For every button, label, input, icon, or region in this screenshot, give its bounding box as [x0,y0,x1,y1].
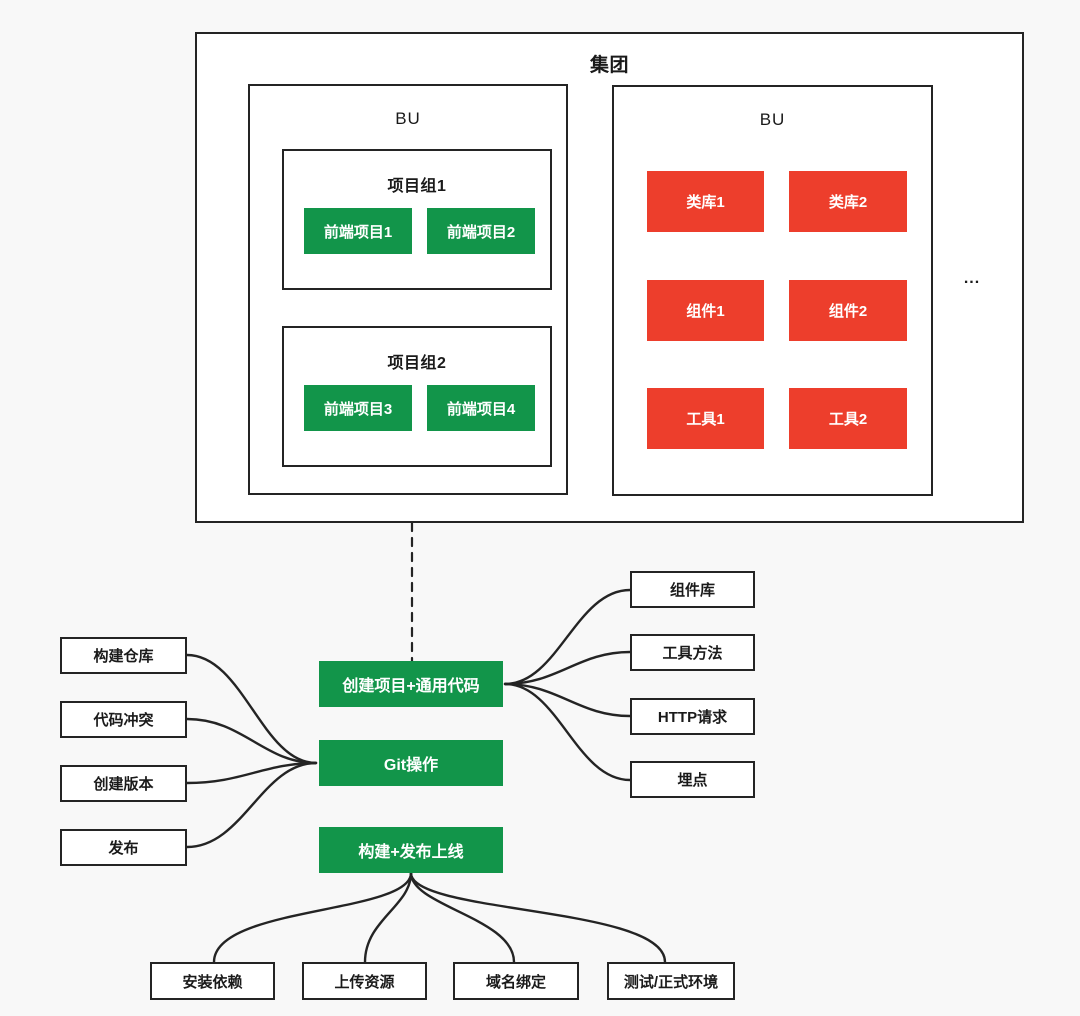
code-conflict-leaf: 代码冲突 [60,701,187,738]
connector-create-to-tracking [503,682,632,782]
publish-leaf: 发布 [60,829,187,866]
project-group-1-container: 项目组1 前端项目1 前端项目2 [282,149,552,290]
install-deps-leaf: 安装依赖 [150,962,275,1000]
project-group-2-label: 项目组2 [387,355,447,372]
frontend-project-2-node: 前端项目2 [427,208,535,254]
build-publish-node: 构建+发布上线 [319,827,503,873]
create-project-common-code-node: 创建项目+通用代码 [319,661,503,707]
connector-build-to-install-deps [212,871,413,964]
connector-build-repo-to-git [185,653,318,765]
http-request-leaf: HTTP请求 [630,698,755,735]
more-bu-ellipsis: ... [963,270,981,287]
tool-2-node: 工具2 [789,388,907,449]
upload-assets-leaf: 上传资源 [302,962,427,1000]
tracking-leaf: 埋点 [630,761,755,798]
create-version-leaf: 创建版本 [60,765,187,802]
group-container: 集团 BU 项目组1 前端项目1 前端项目2 项目组2 前端项目3 前端项目4 … [195,32,1024,523]
connector-publish-to-git [185,761,318,849]
connector-code-conflict-to-git [185,717,318,765]
bu-left-label: BU [395,109,421,128]
domain-binding-leaf: 域名绑定 [453,962,579,1000]
component-lib-leaf: 组件库 [630,571,755,608]
project-group-1-label: 项目组1 [387,178,447,195]
class-lib-1-node: 类库1 [647,171,764,232]
git-operations-node: Git操作 [319,740,503,786]
connector-build-to-test-prod-env [409,871,667,964]
connector-create-version-to-git [185,761,318,785]
group-title: 集团 [589,55,629,76]
connector-create-to-component-lib [503,588,632,686]
class-lib-2-node: 类库2 [789,171,907,232]
connector-create-to-util-methods [503,650,632,686]
test-prod-env-leaf: 测试/正式环境 [607,962,735,1000]
project-group-2-container: 项目组2 前端项目3 前端项目4 [282,326,552,467]
tool-1-node: 工具1 [647,388,764,449]
connector-build-to-upload-assets [363,871,413,964]
frontend-project-1-node: 前端项目1 [304,208,412,254]
connector-build-to-domain-binding [409,871,516,964]
component-1-node: 组件1 [647,280,764,341]
component-2-node: 组件2 [789,280,907,341]
bu-right-label: BU [759,110,786,129]
bu-left-container: BU 项目组1 前端项目1 前端项目2 项目组2 前端项目3 前端项目4 [248,84,568,495]
bu-right-container: BU 类库1 类库2 组件1 组件2 工具1 工具2 [612,85,933,496]
frontend-project-4-node: 前端项目4 [427,385,535,431]
connector-create-to-http-request [503,682,632,718]
util-methods-leaf: 工具方法 [630,634,755,671]
build-repo-leaf: 构建仓库 [60,637,187,674]
frontend-project-3-node: 前端项目3 [304,385,412,431]
